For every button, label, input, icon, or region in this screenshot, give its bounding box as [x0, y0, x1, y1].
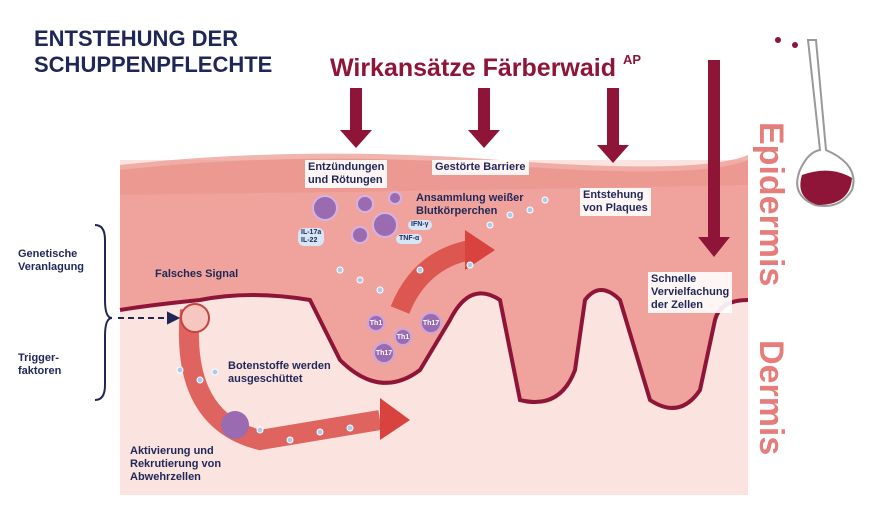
flask-icon: [775, 37, 855, 207]
dermis-label: Dermis: [752, 340, 790, 456]
label-trigger: Trigger-faktoren: [18, 352, 62, 377]
t-cell: Th1: [394, 328, 412, 346]
t-cell: Th17: [420, 312, 442, 334]
label-false-signal: Falsches Signal: [155, 268, 239, 280]
epidermis-label: Epidermis: [752, 122, 790, 287]
cytokine-ifn: IFN-γ: [408, 220, 432, 230]
label-barrier: Gestörte Barriere: [432, 160, 529, 175]
active-ingredient-title: Wirkansätze Färberwaid AP: [330, 52, 642, 82]
t-cell: Th1: [367, 314, 385, 332]
t-cell: Th17: [373, 342, 395, 364]
cytokine-tnf: TNF-α: [396, 234, 423, 244]
